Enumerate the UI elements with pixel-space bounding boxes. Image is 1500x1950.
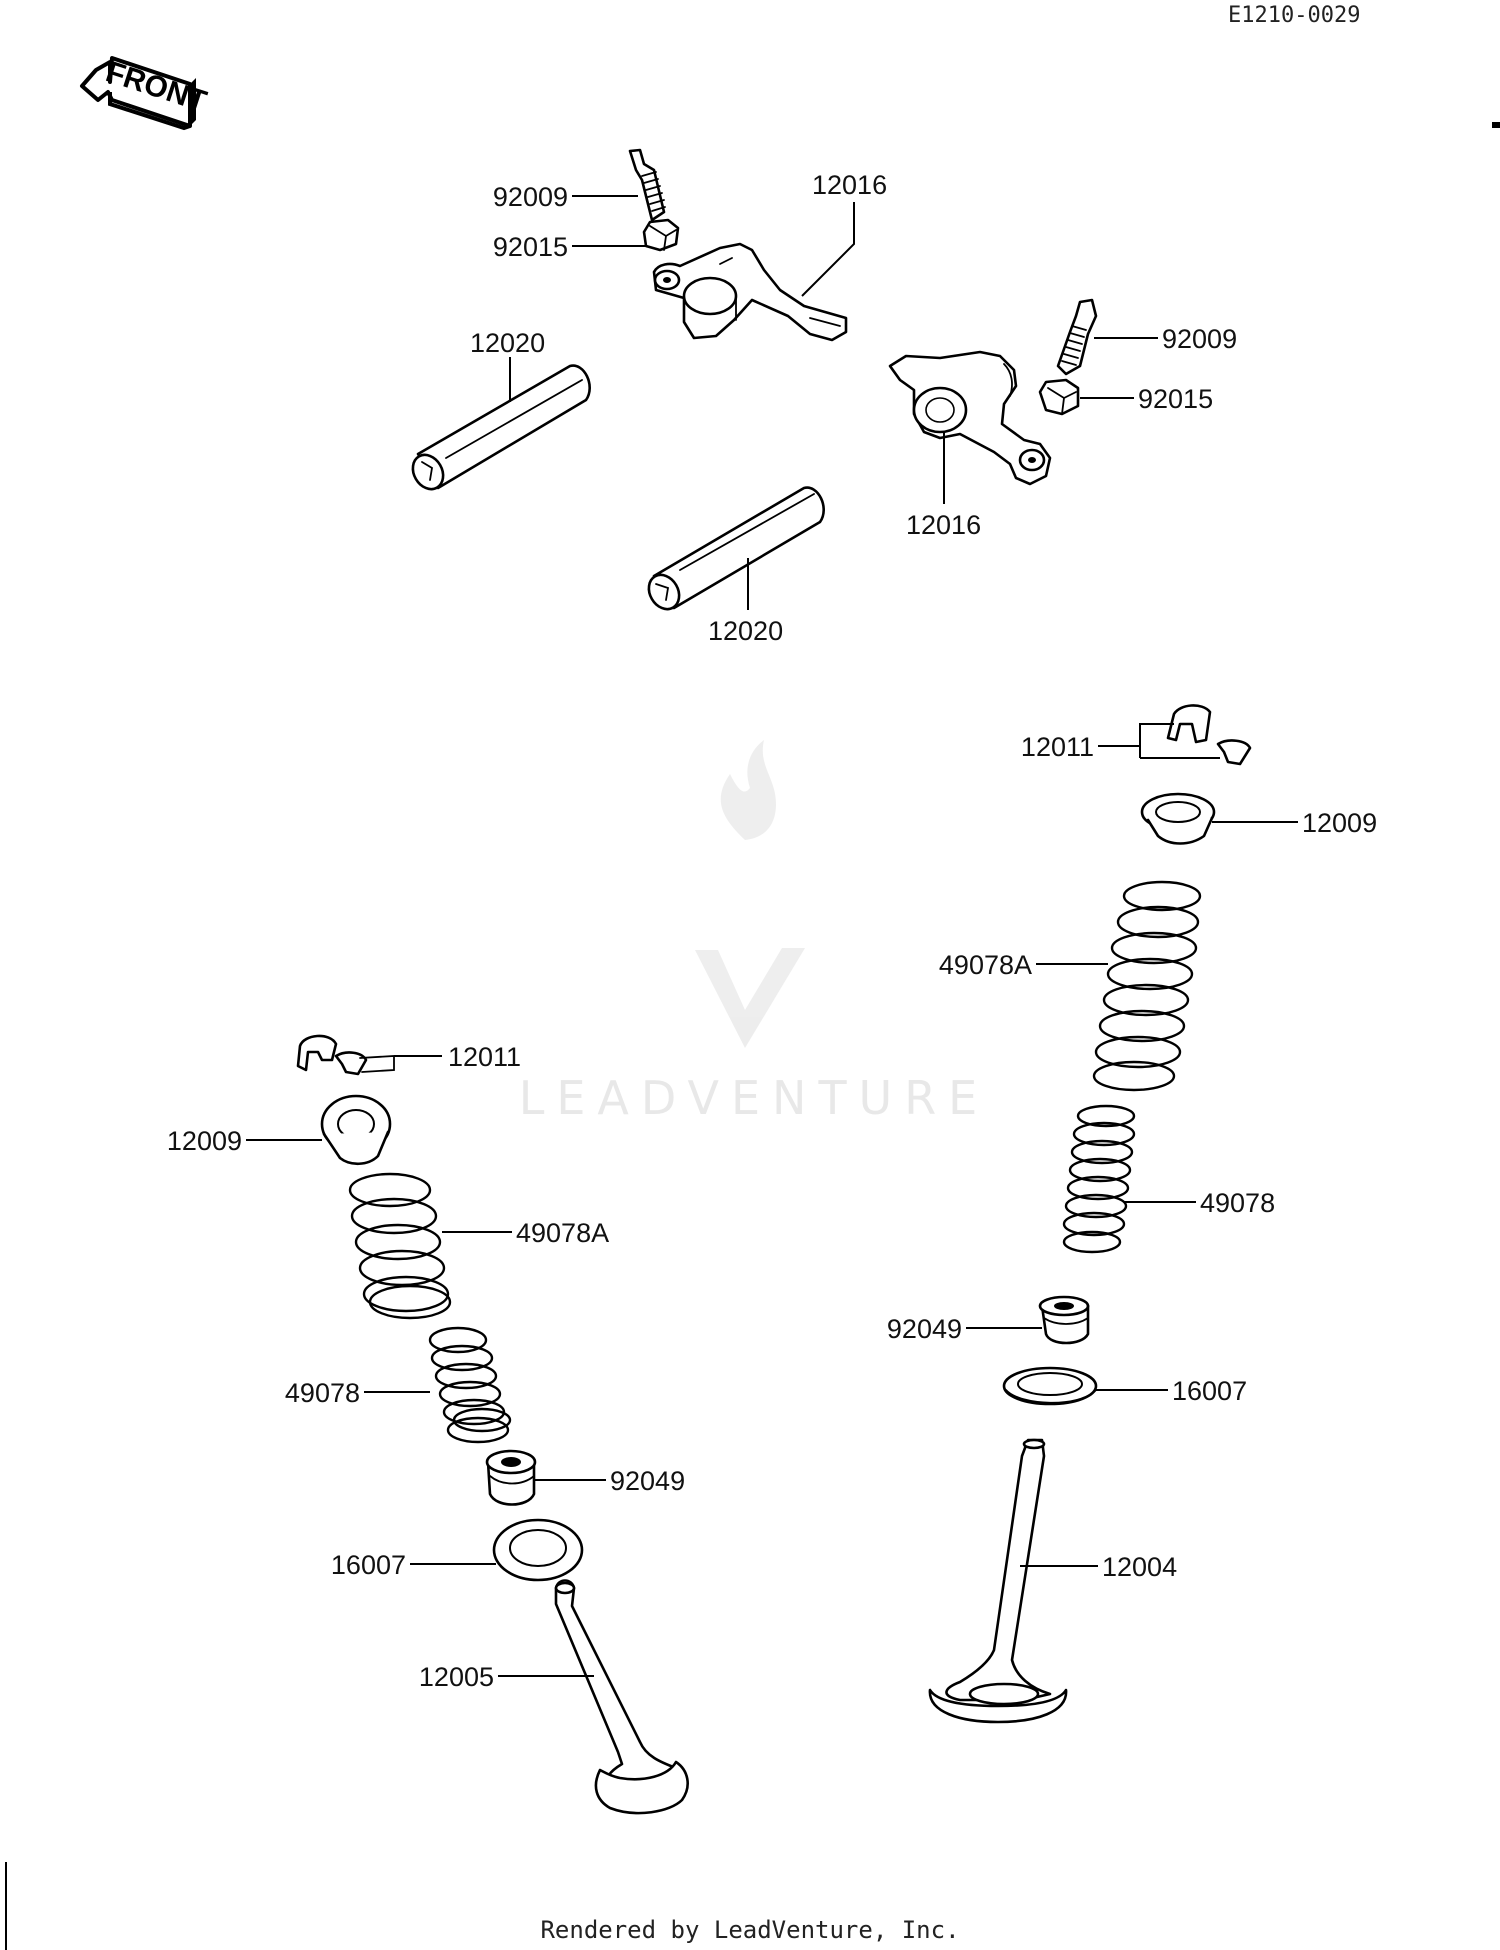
label-92009-upper: 92009 — [493, 182, 568, 212]
label-12011-right: 12011 — [1021, 732, 1094, 762]
label-12009-right: 12009 — [1302, 808, 1377, 838]
label-49078-right: 49078 — [1200, 1188, 1275, 1218]
label-12009-left: 12009 — [167, 1126, 242, 1156]
valve-collets-left — [296, 1034, 395, 1076]
label-12004-right: 12004 — [1102, 1552, 1177, 1582]
label-16007-right: 16007 — [1172, 1376, 1247, 1406]
inner-spring-right — [1062, 1104, 1136, 1254]
label-12020-center: 12020 — [708, 616, 783, 646]
label-92049-right: 92049 — [887, 1314, 962, 1344]
label-12020-left: 12020 — [470, 328, 545, 358]
spring-retainer-left — [320, 1094, 392, 1166]
inner-spring-left — [428, 1326, 512, 1444]
exhaust-valve — [928, 1438, 1068, 1724]
leader-lines — [246, 195, 1298, 1677]
adjusting-screw-right — [1056, 298, 1098, 376]
valve-collets-right — [1166, 704, 1252, 766]
label-92015-right: 92015 — [1138, 384, 1213, 414]
spring-retainer-right — [1140, 792, 1216, 845]
diagram-code: E1210-0029 — [1228, 3, 1360, 28]
watermark-text: LEADVENTURE — [519, 1071, 990, 1125]
label-92049-left: 92049 — [610, 1466, 685, 1496]
footer-credit: Rendered by LeadVenture, Inc. — [540, 1916, 959, 1944]
label-49078-left: 49078 — [285, 1378, 360, 1408]
label-12016-right: 12016 — [906, 510, 981, 540]
edge-mark — [1492, 122, 1500, 128]
label-92015-upper: 92015 — [493, 232, 568, 262]
watermark-logo: LEADVENTURE — [519, 740, 990, 1125]
outer-spring-left — [348, 1172, 452, 1320]
label-12005-left: 12005 — [419, 1662, 494, 1692]
intake-valve — [554, 1579, 689, 1815]
valve-stem-seal-left — [485, 1449, 537, 1506]
part-labels: 92009 92015 12016 12020 92009 92015 1201… — [167, 170, 1377, 1692]
label-16007-left: 16007 — [331, 1550, 406, 1580]
label-49078A-left: 49078A — [516, 1218, 609, 1248]
rocker-arm-upper — [652, 242, 848, 342]
rocker-shaft-center — [647, 486, 825, 611]
outer-spring-right — [1092, 880, 1202, 1092]
spring-seat-right — [1002, 1366, 1098, 1406]
locknut-upper — [642, 218, 680, 252]
valve-stem-seal-right — [1038, 1295, 1090, 1345]
front-arrow-icon: FRONT — [80, 55, 210, 131]
label-92009-right: 92009 — [1162, 324, 1237, 354]
label-12011-left: 12011 — [448, 1042, 521, 1072]
adjusting-screw-upper — [628, 148, 666, 222]
rocker-shaft-left — [411, 364, 591, 491]
spring-seat-left — [492, 1518, 584, 1582]
rocker-arm-right — [888, 350, 1052, 486]
label-12016-upper: 12016 — [812, 170, 887, 200]
label-49078A-right: 49078A — [939, 950, 1032, 980]
locknut-right — [1038, 378, 1080, 416]
